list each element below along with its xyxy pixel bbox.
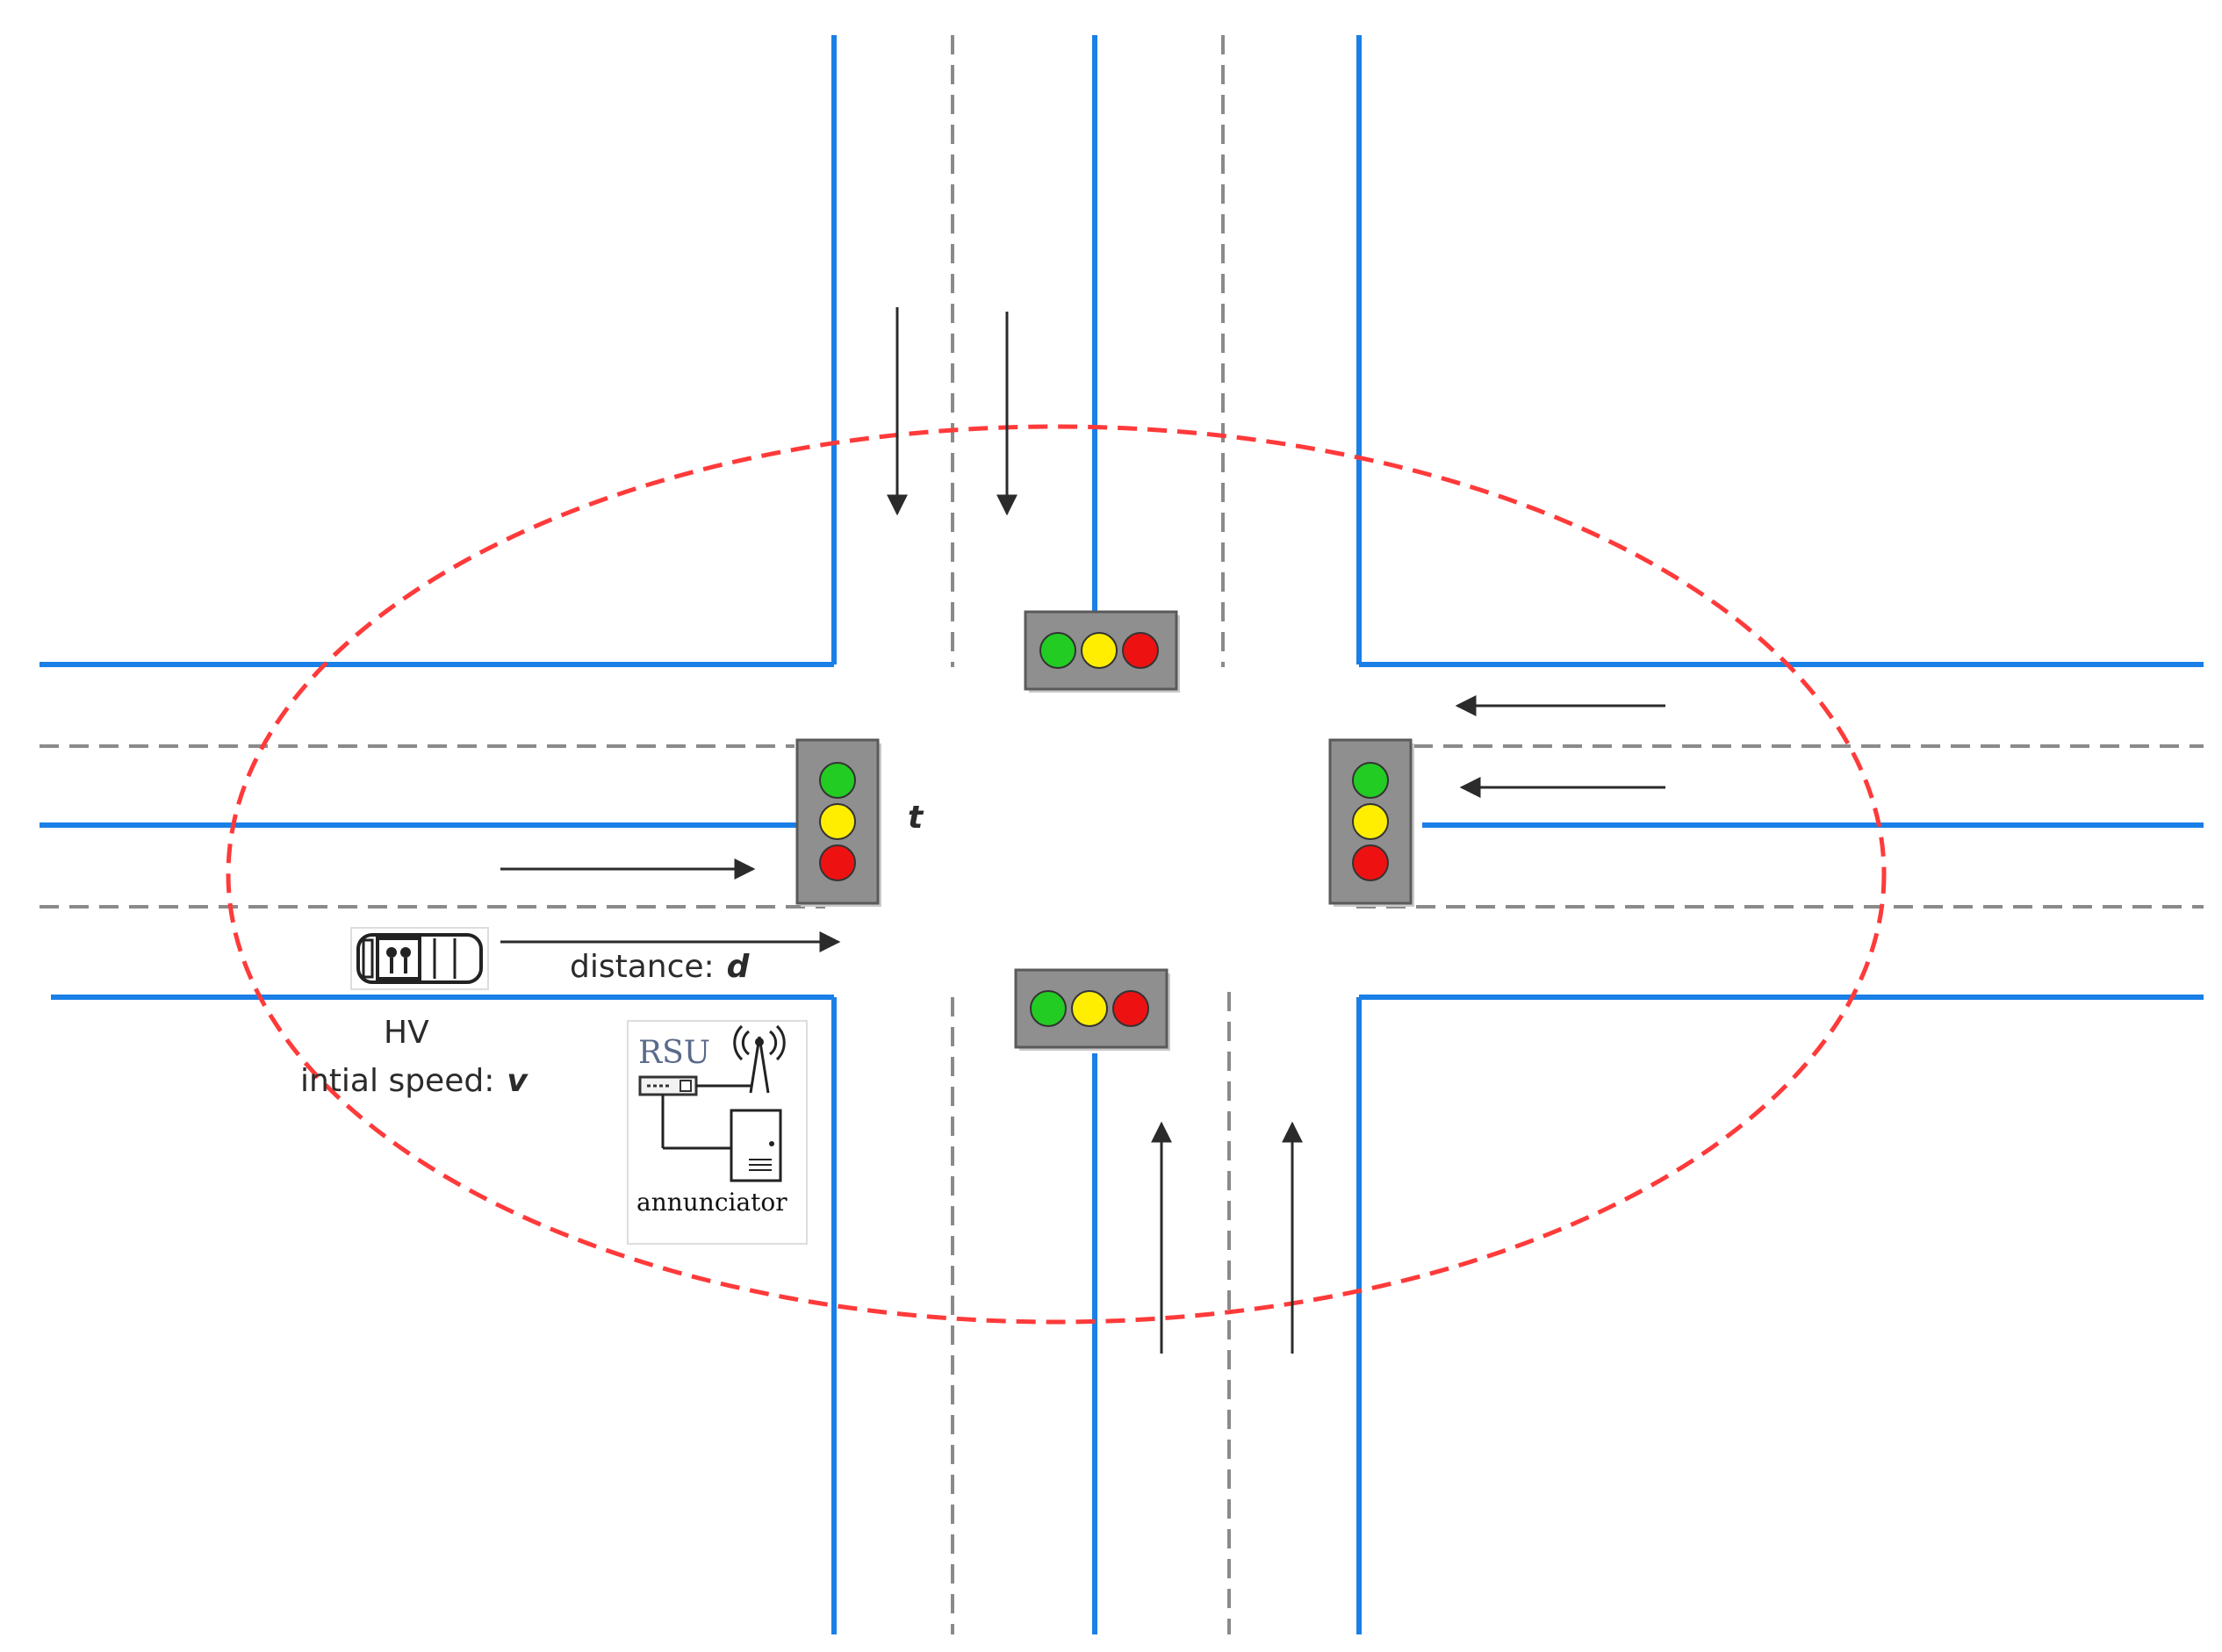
- traffic-light-red: [819, 844, 856, 881]
- road-edges: [40, 35, 2204, 1634]
- rsu-label: RSU: [638, 1035, 710, 1071]
- distance-prefix: distance:: [570, 949, 715, 985]
- antenna-tower-icon: [733, 1024, 786, 1094]
- time-label: t: [908, 800, 924, 836]
- car-top-view-icon: [350, 927, 489, 990]
- communication-zone: [226, 424, 1887, 1325]
- traffic-light-icon: [795, 738, 881, 907]
- traffic-light-icon: [1328, 738, 1414, 907]
- server-cabinet-icon: [730, 1109, 782, 1182]
- traffic-light-yellow: [819, 803, 856, 840]
- traffic-light-red: [1122, 632, 1159, 669]
- annunciator-label: annunciator: [636, 1188, 787, 1217]
- distance-variable: d: [727, 949, 751, 985]
- speed-variable: v: [507, 1063, 529, 1099]
- network-device-icon: [638, 1075, 698, 1096]
- traffic-light-red: [1352, 844, 1389, 881]
- traffic-light-green: [1039, 632, 1076, 669]
- traffic-light-yellow: [1352, 803, 1389, 840]
- traffic-light-icon: [1024, 610, 1180, 693]
- lane-dividers: [40, 35, 2204, 1634]
- traffic-light-green: [1352, 762, 1389, 799]
- traffic-light-red: [1112, 990, 1149, 1027]
- initial-speed-label: intial speed: v: [300, 1063, 529, 1099]
- traffic-light-yellow: [1071, 990, 1108, 1027]
- speed-prefix: intial speed:: [300, 1063, 494, 1099]
- traffic-light-green: [1030, 990, 1067, 1027]
- traffic-light-green: [819, 762, 856, 799]
- vehicle-name-label: HV: [384, 1015, 429, 1051]
- traffic-flow-arrows: [500, 307, 1665, 1354]
- traffic-light-icon: [1014, 968, 1170, 1051]
- traffic-light-yellow: [1081, 632, 1118, 669]
- distance-label: distance: d: [570, 949, 751, 985]
- rsu-annunciator-box: RSU annunciator: [627, 1020, 808, 1245]
